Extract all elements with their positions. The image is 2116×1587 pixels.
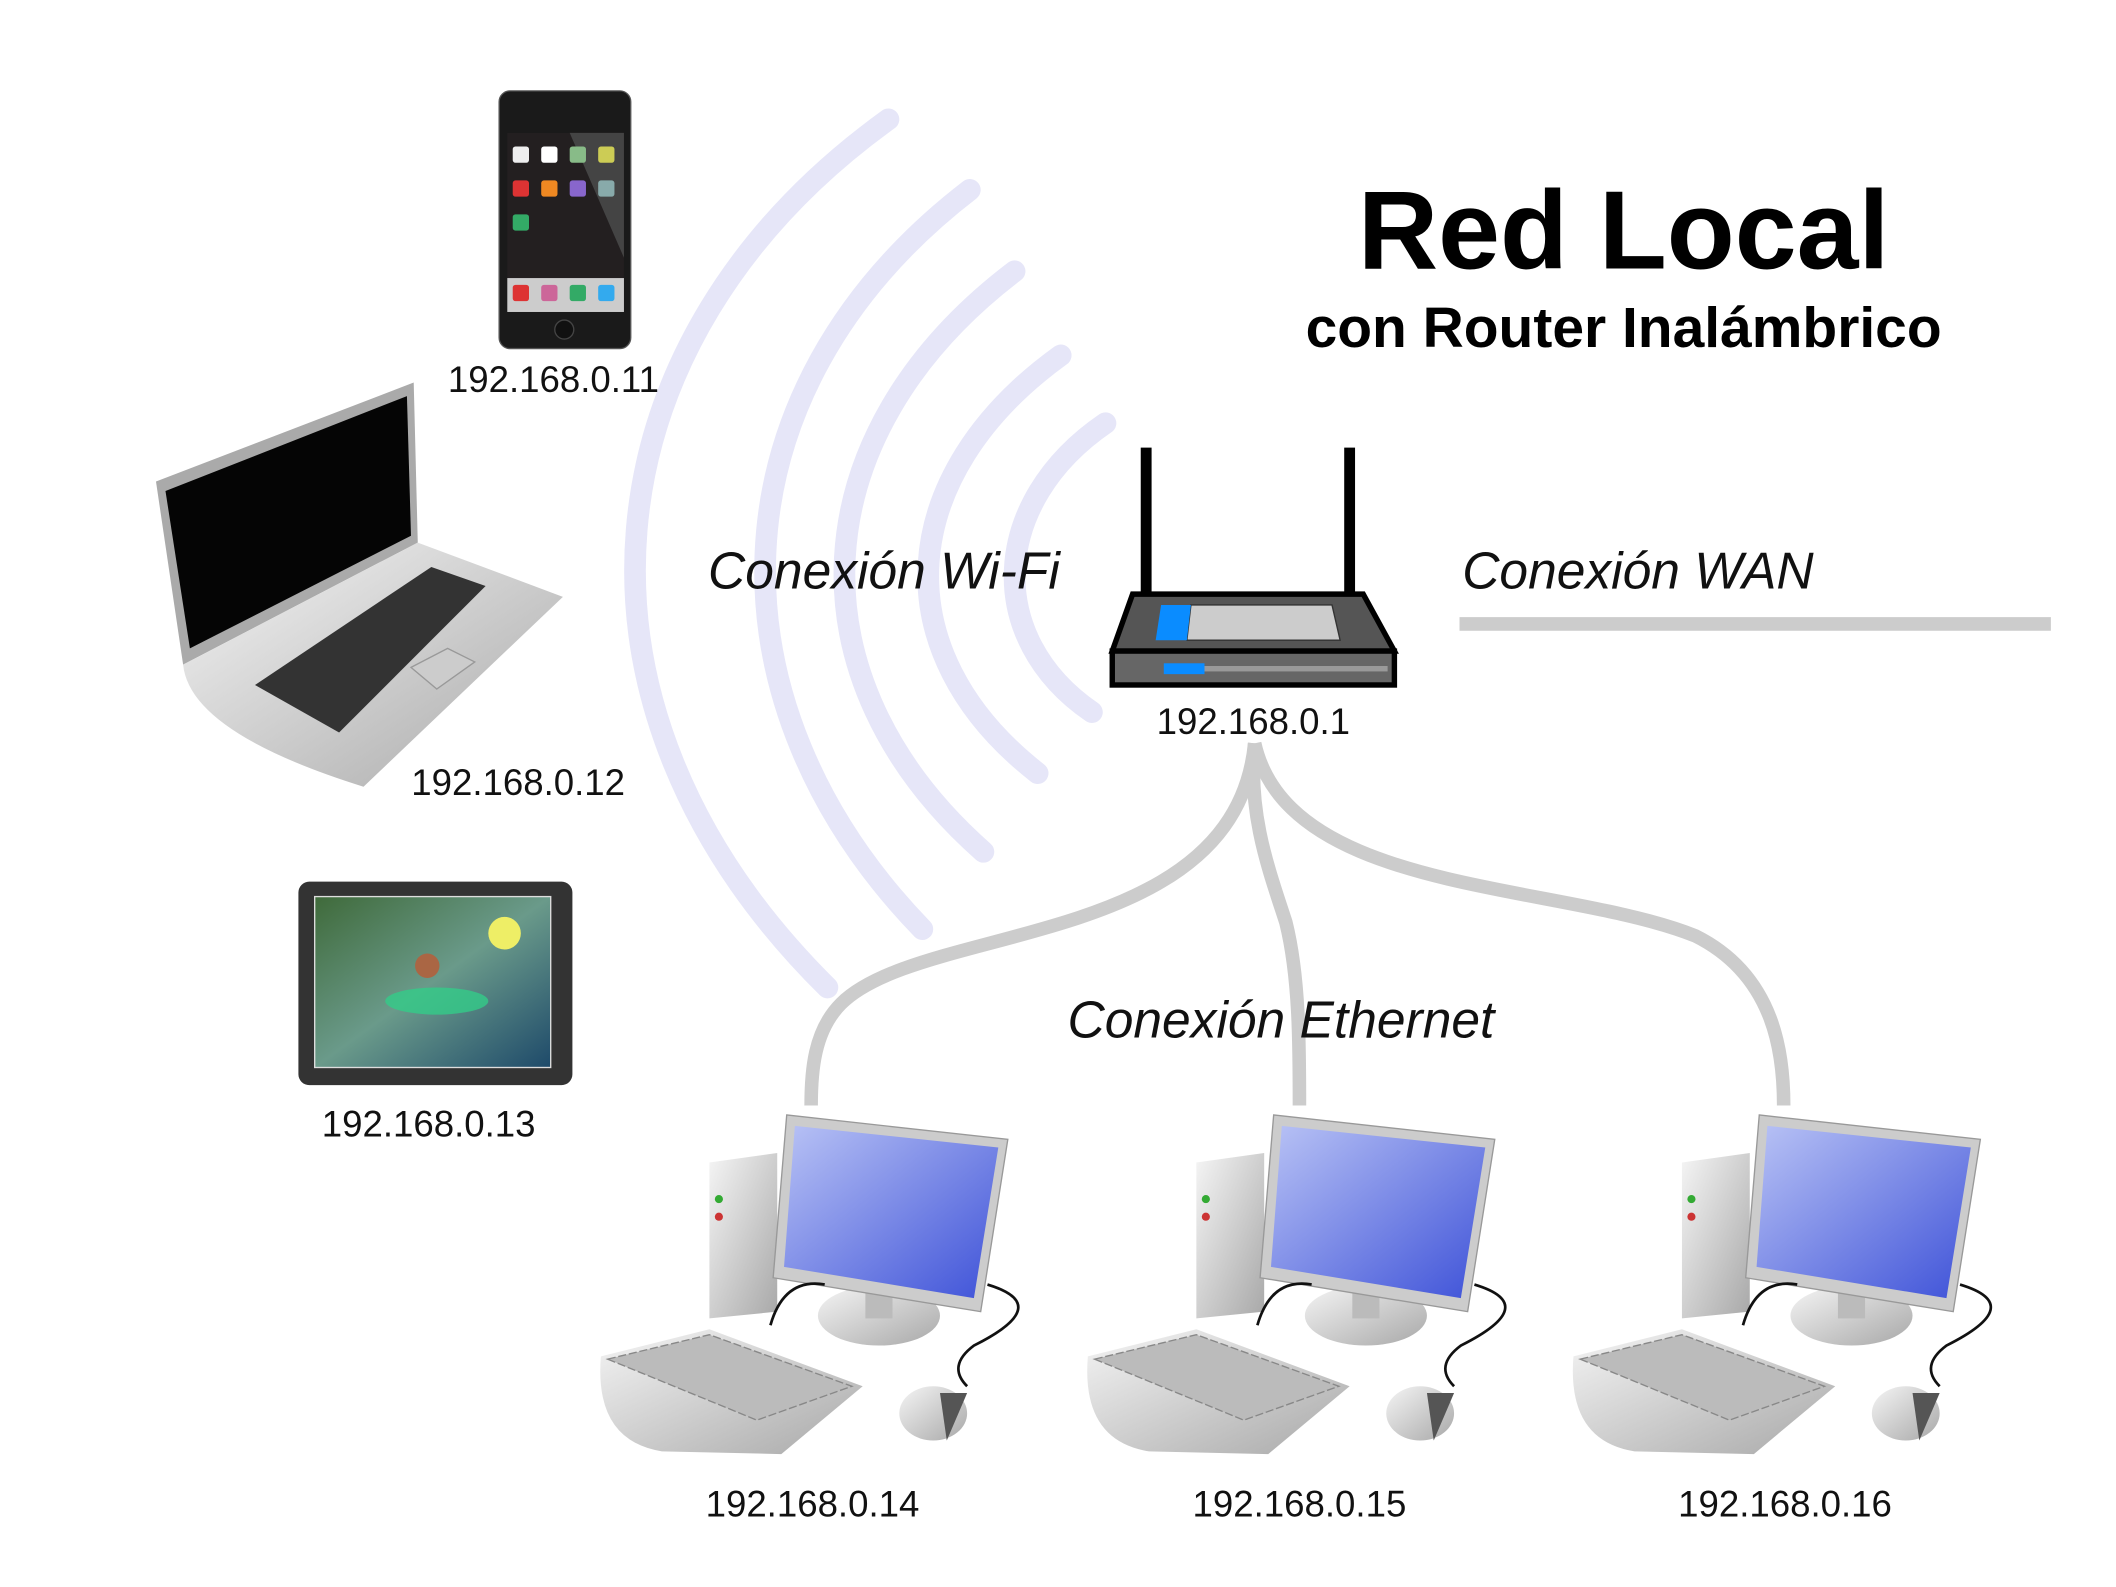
desktop-computer-icon xyxy=(598,1113,1020,1456)
laptop-icon xyxy=(155,382,563,787)
wan-label: Conexión WAN xyxy=(1462,542,1814,600)
router-ip: 192.168.0.1 xyxy=(1157,701,1350,742)
diagram-title: Red Local xyxy=(1358,168,1890,293)
router-icon xyxy=(1108,447,1399,688)
smartphone-ip: 192.168.0.11 xyxy=(448,359,659,400)
smartphone-icon xyxy=(498,90,632,350)
ethernet-label: Conexión Ethernet xyxy=(1067,991,1497,1049)
desktop-ip: 192.168.0.14 xyxy=(706,1483,920,1524)
ethernet-cables xyxy=(804,741,1791,1106)
desktop-computer-icon xyxy=(1085,1113,1507,1456)
wifi-label: Conexión Wi-Fi xyxy=(708,542,1061,600)
tablet-icon xyxy=(298,881,573,1086)
diagram-subtitle: con Router Inalámbrico xyxy=(1306,296,1942,360)
desktop-ip: 192.168.0.15 xyxy=(1193,1483,1407,1524)
desktop-ip: 192.168.0.16 xyxy=(1678,1483,1892,1524)
laptop-ip: 192.168.0.12 xyxy=(411,762,625,803)
wifi-waves xyxy=(624,108,1117,999)
tablet-ip: 192.168.0.13 xyxy=(322,1104,536,1145)
desktop-computer-icon xyxy=(1571,1113,1993,1456)
